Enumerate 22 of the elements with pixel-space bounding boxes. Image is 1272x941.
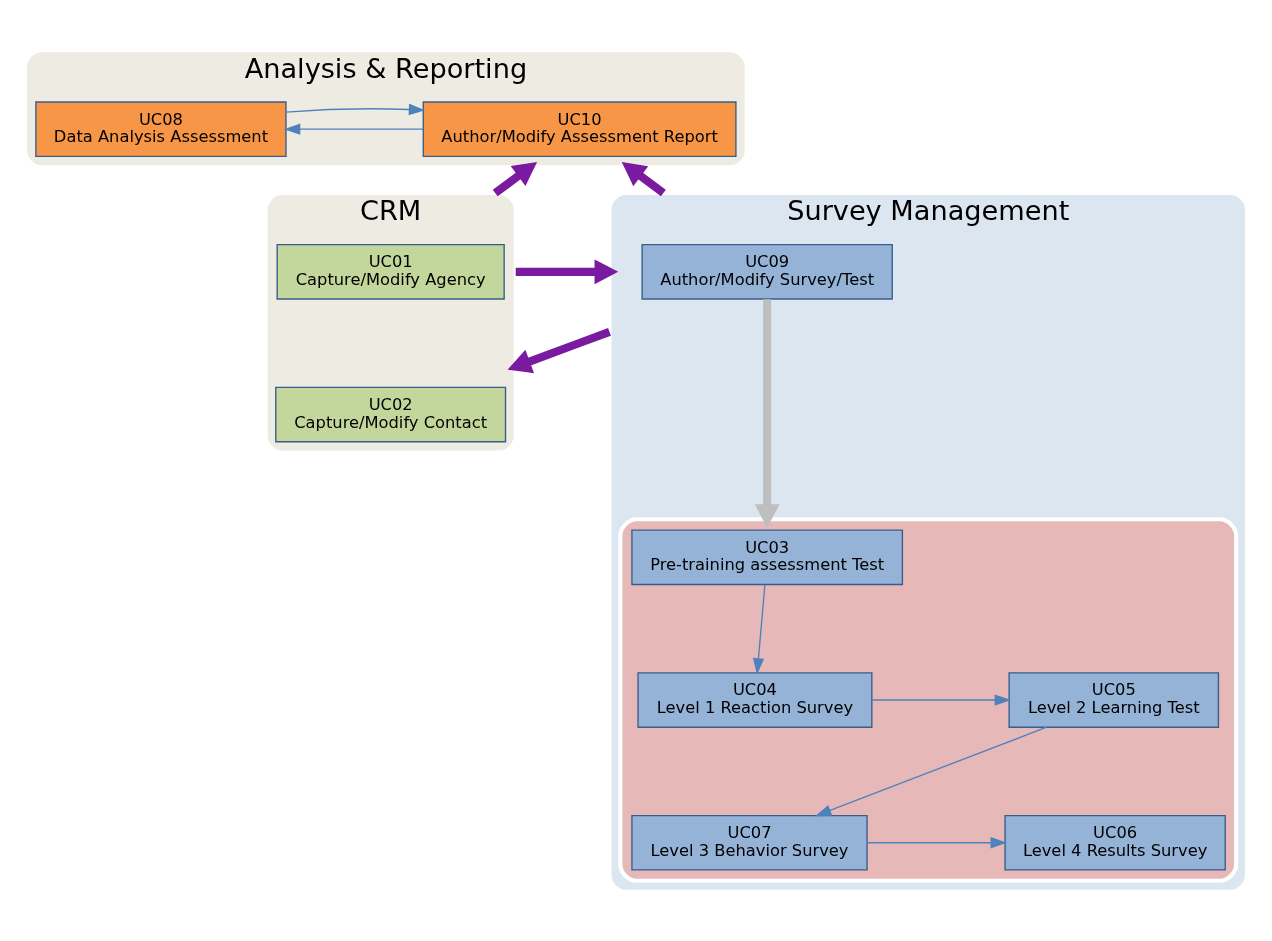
node-box: UC01 Capture/Modify Agency (276, 243, 505, 300)
node-box: UC03 Pre-training assessment Test (631, 528, 904, 585)
arrow (815, 726, 1048, 816)
arrow (754, 298, 780, 528)
node-box: UC05 Level 2 Learning Test (1008, 671, 1220, 728)
node-box: UC08 Data Analysis Assessment (35, 100, 287, 157)
arrow (515, 258, 619, 284)
node-box: UC02 Capture/Modify Contact (275, 386, 507, 442)
arrow (866, 836, 1007, 848)
cluster (618, 516, 1239, 883)
arrow (871, 693, 1011, 706)
arrow (284, 122, 424, 135)
node-box: UC04 Level 1 Reaction Survey (637, 671, 873, 728)
arrow (752, 583, 766, 674)
node-box: UC06 Level 4 Results Survey (1004, 814, 1226, 871)
node-box: UC09 Author/Modify Survey/Test (641, 243, 893, 300)
node-box: UC10 Author/Modify Assessment Report (422, 100, 737, 157)
arrow (492, 161, 538, 196)
arrow (285, 103, 426, 115)
node-box: UC07 Level 3 Behavior Survey (631, 814, 868, 871)
arrow (507, 327, 611, 373)
arrow (621, 161, 666, 196)
